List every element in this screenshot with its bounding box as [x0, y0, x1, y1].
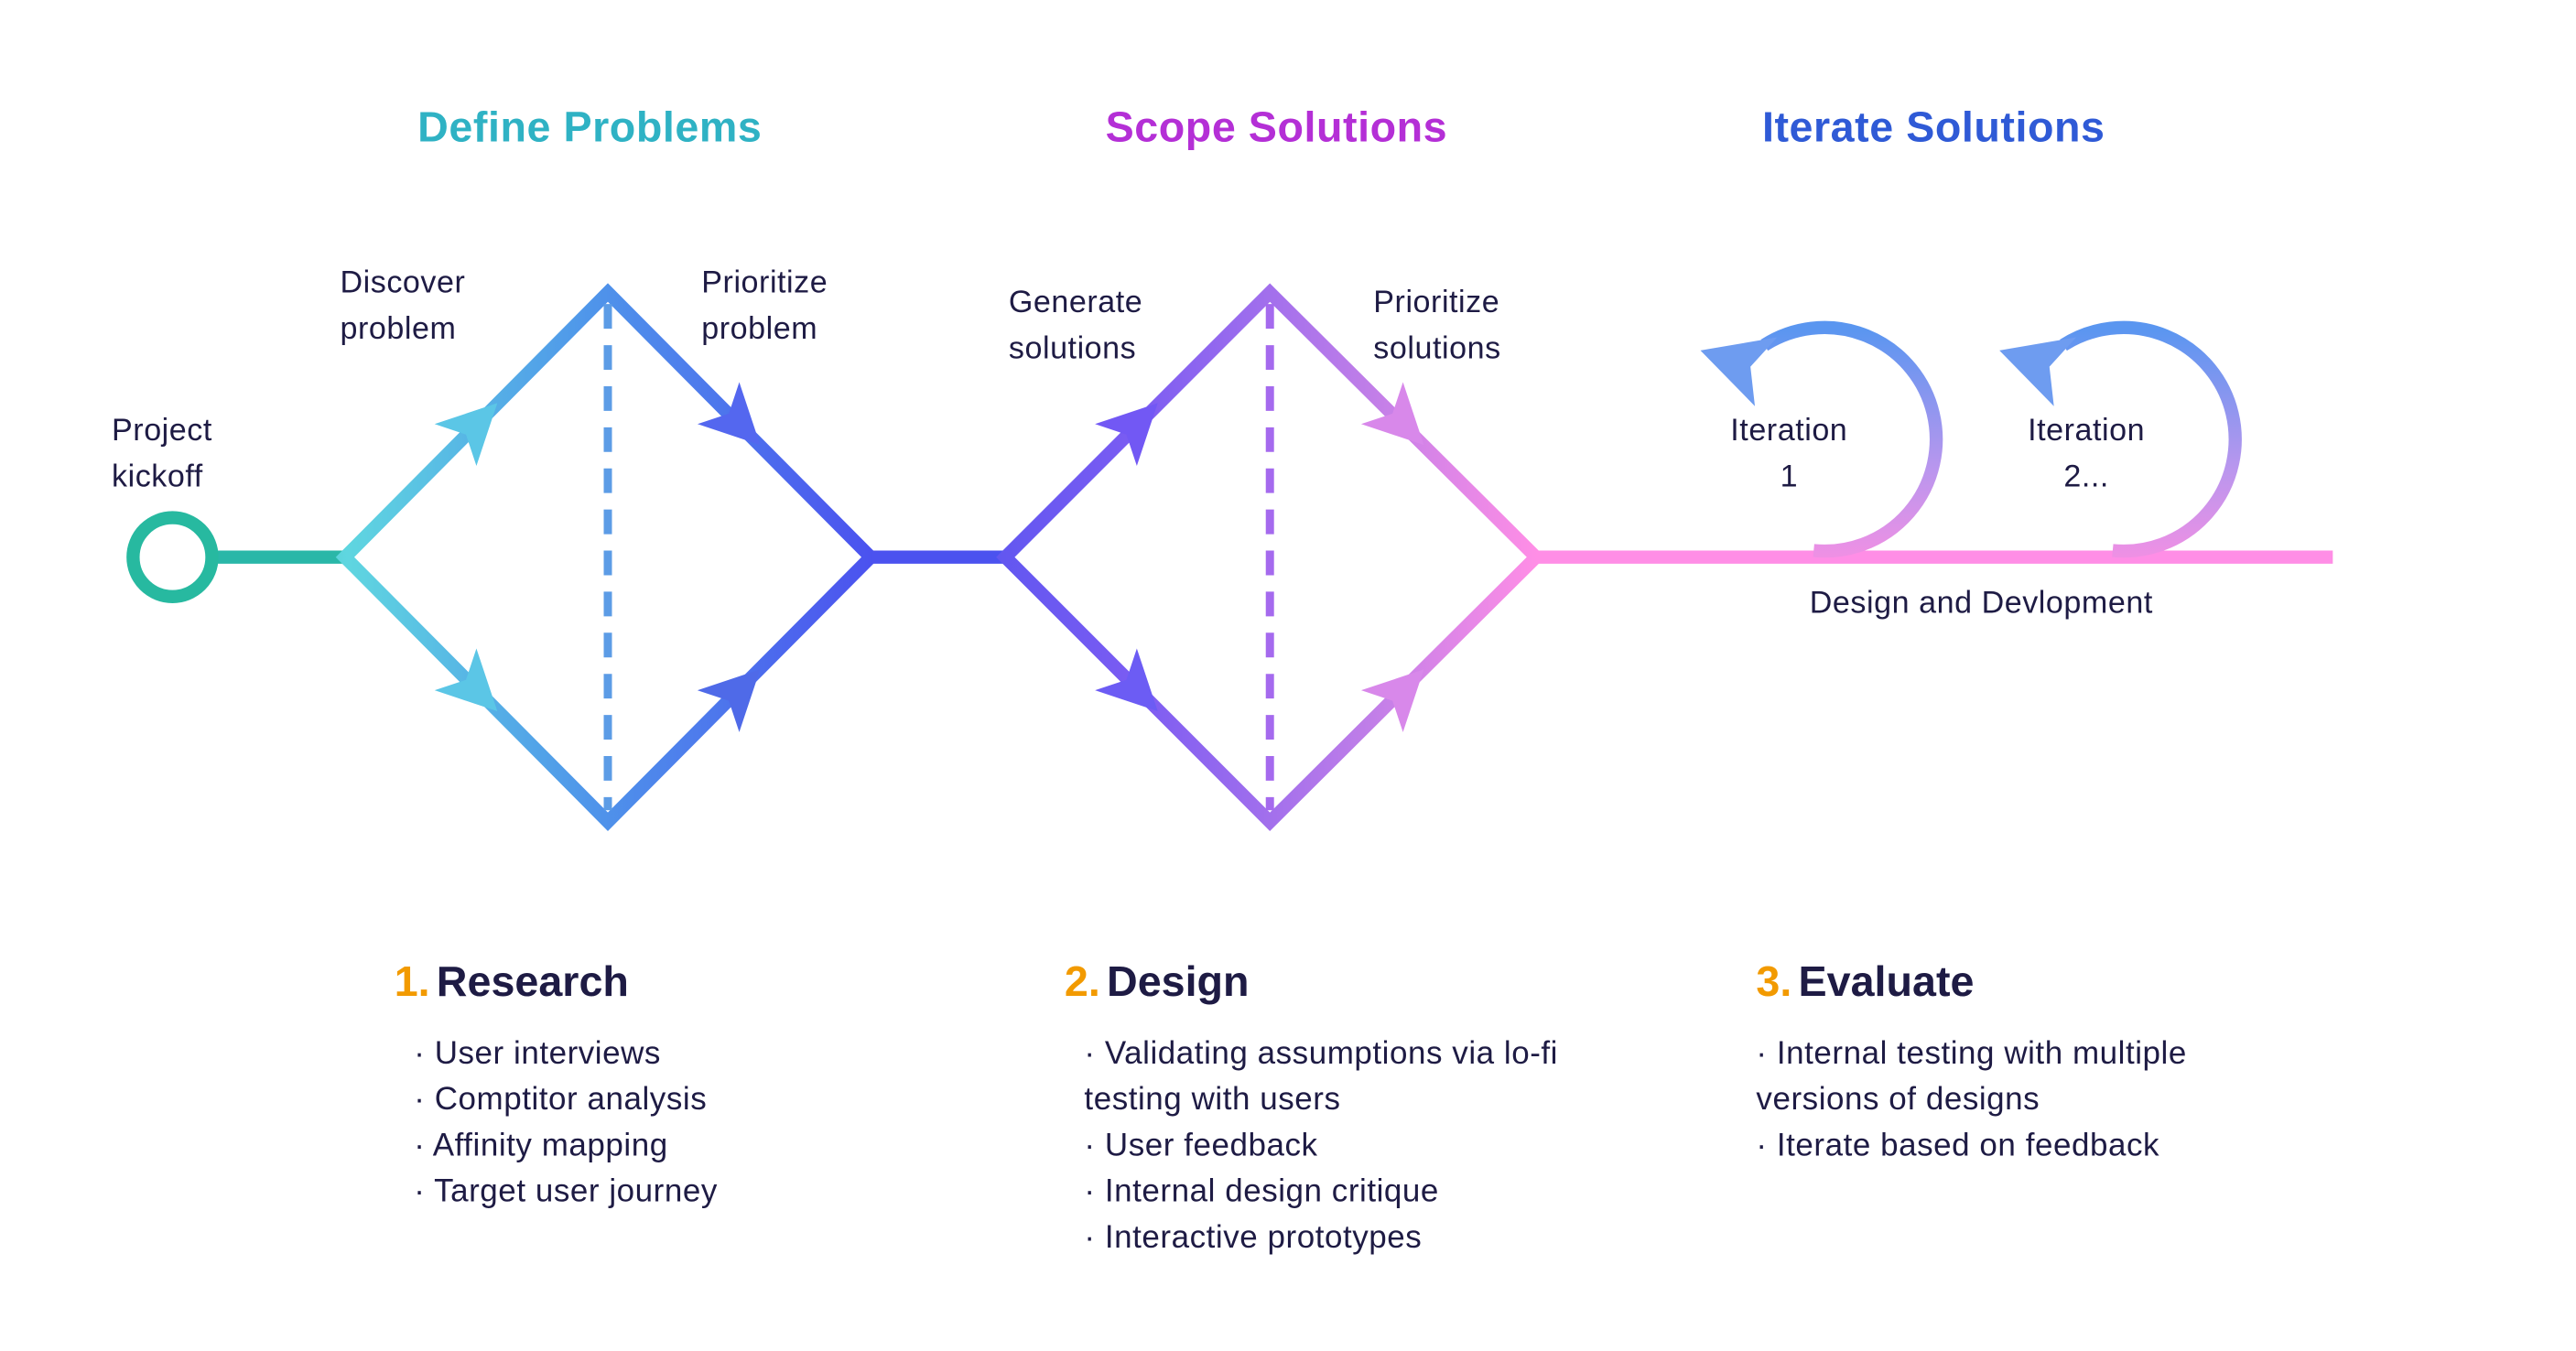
list-item: Internal testing with multiple versions … — [1756, 1031, 2281, 1123]
iteration-1-arrow-icon — [1700, 337, 1778, 406]
research-list: User interviews Comptitor analysis Affin… — [395, 1031, 1019, 1215]
list-item: Validating assumptions via lo-fi testing… — [1065, 1031, 1623, 1123]
section-research-title: 1.Research — [395, 957, 1019, 1008]
prioritize-problem-label-line-2: problem — [701, 311, 817, 346]
iteration-1-label-line-1: Iteration — [1730, 413, 1847, 448]
section-title-text: Research — [436, 957, 629, 1006]
design-development-label: Design and Devlopment — [1810, 586, 2153, 621]
list-item: Comptitor analysis — [414, 1076, 1018, 1122]
phase-title-define: Define Problems — [417, 103, 762, 150]
kickoff-label-line-1: Project — [112, 413, 212, 448]
iteration-2-label-line-2: 2... — [2063, 459, 2109, 493]
list-item: Iterate based on feedback — [1756, 1122, 2281, 1168]
section-number: 1. — [394, 957, 430, 1006]
list-item: Interactive prototypes — [1084, 1215, 1623, 1260]
section-title-text: Evaluate — [1798, 957, 1975, 1006]
section-design: 2.Design Validating assumptions via lo-f… — [1065, 957, 1623, 1260]
diamond-define — [213, 283, 881, 831]
kickoff-node — [126, 511, 219, 603]
list-item: Affinity mapping — [414, 1122, 1018, 1168]
prioritize-solutions-label-line-1: Prioritize — [1373, 285, 1499, 319]
list-item: User interviews — [414, 1031, 1018, 1076]
arrowheads — [434, 337, 2077, 732]
iteration-1-loop — [1760, 320, 1943, 558]
design-list: Validating assumptions via lo-fi testing… — [1065, 1031, 1623, 1260]
iteration-2-arrow-icon — [1999, 337, 2077, 406]
list-item: Internal design critique — [1084, 1169, 1623, 1215]
section-title-text: Design — [1106, 957, 1250, 1006]
phase-title-iterate: Iterate Solutions — [1762, 103, 2105, 150]
phase-title-scope: Scope Solutions — [1106, 103, 1447, 150]
generate-label-line-1: Generate — [1009, 285, 1142, 319]
prioritize-solutions-label-line-2: solutions — [1373, 330, 1500, 365]
section-evaluate-title: 3.Evaluate — [1756, 957, 2281, 1008]
section-research: 1.Research User interviews Comptitor ana… — [395, 957, 1019, 1215]
iteration-2-label-line-1: Iteration — [2028, 413, 2145, 448]
prioritize-problem-label-line-1: Prioritize — [701, 265, 828, 300]
section-number: 2. — [1064, 957, 1100, 1006]
generate-label-line-2: solutions — [1009, 330, 1136, 365]
section-number: 3. — [1756, 957, 1792, 1006]
evaluate-list: Internal testing with multiple versions … — [1756, 1031, 2281, 1169]
diamond-scope — [996, 283, 1546, 831]
discover-label-line-2: problem — [340, 311, 456, 346]
iteration-1-label-line-2: 1 — [1780, 459, 1798, 493]
section-design-title: 2.Design — [1065, 957, 1623, 1008]
section-evaluate: 3.Evaluate Internal testing with multipl… — [1756, 957, 2281, 1169]
iteration-2-loop — [2060, 320, 2242, 558]
kickoff-label-line-2: kickoff — [112, 459, 203, 493]
list-item: Target user journey — [414, 1169, 1018, 1215]
list-item: User feedback — [1084, 1122, 1623, 1168]
discover-label-line-1: Discover — [340, 265, 465, 300]
